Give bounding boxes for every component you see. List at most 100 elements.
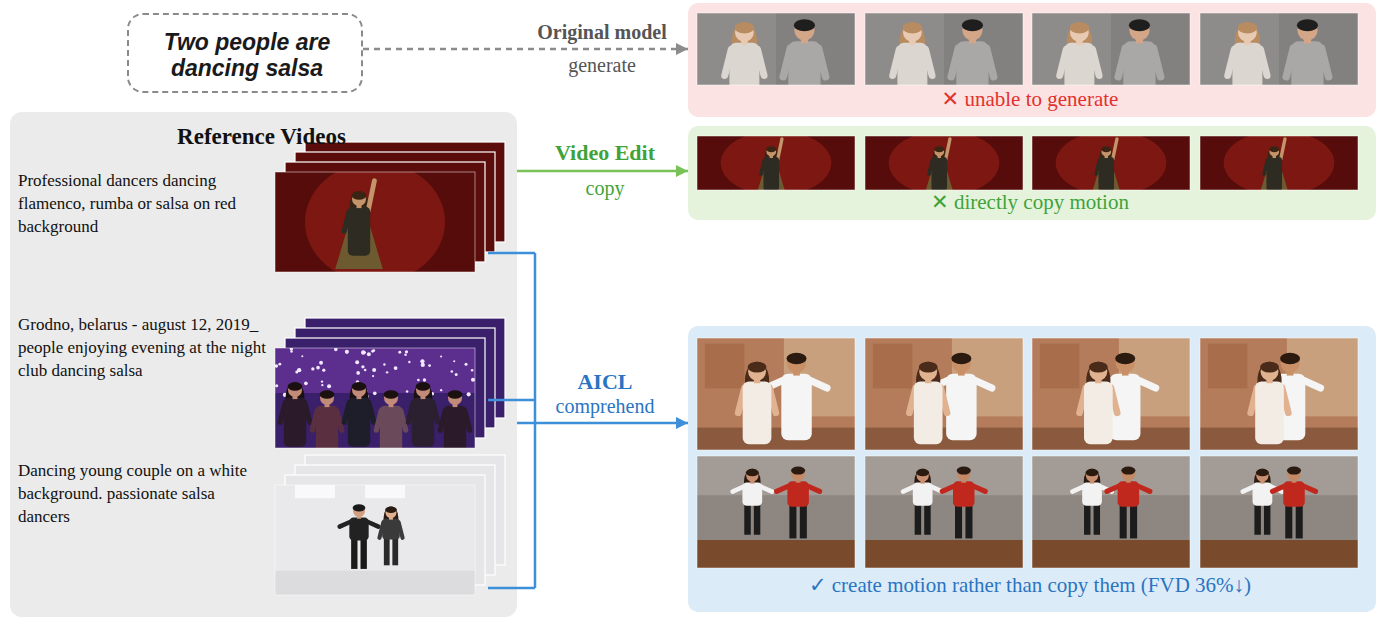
text-holder: ✓ create motion rather than copy them (F…	[688, 574, 1372, 597]
hair	[1101, 146, 1111, 152]
frame-border	[1200, 136, 1358, 190]
scene-shape	[1032, 456, 1190, 495]
edge-label: Original model	[530, 21, 674, 43]
light-dot	[275, 384, 278, 387]
frame-border	[1032, 456, 1190, 568]
light-dot	[423, 378, 426, 381]
hair	[1070, 22, 1090, 33]
hair	[384, 390, 399, 398]
hair	[934, 146, 944, 152]
scene-shape	[705, 344, 745, 389]
arm	[1113, 139, 1117, 160]
label-holder: Video Edit	[525, 141, 685, 165]
frame-border	[1032, 338, 1190, 450]
hair	[748, 362, 767, 373]
video-frame	[1200, 136, 1358, 190]
head	[1089, 363, 1107, 381]
head	[352, 192, 366, 206]
frame-border	[275, 485, 475, 595]
frame-border	[275, 172, 475, 272]
video-frame	[1200, 338, 1358, 450]
light-dot	[322, 369, 325, 372]
video-caption: Dancing young couple on a white backgrou…	[18, 460, 268, 529]
video-frame	[697, 13, 855, 85]
torso	[316, 406, 338, 448]
hair	[791, 467, 805, 475]
head	[746, 469, 758, 481]
scene-shape	[1032, 540, 1190, 568]
arrow-caption: generate	[530, 54, 674, 76]
text-holder: Professional dancers dancing flamenco, r…	[18, 170, 268, 239]
light-dot	[361, 350, 365, 354]
torso	[349, 518, 368, 541]
torso	[763, 157, 779, 190]
scene-shape	[865, 456, 1023, 495]
scene-shape	[865, 428, 1023, 450]
light-dot	[405, 350, 408, 353]
frame-border	[865, 338, 1023, 450]
head	[1269, 147, 1279, 157]
arrow-caption: comprehend	[525, 395, 685, 417]
torso	[787, 481, 809, 507]
scene-shape	[865, 338, 1023, 450]
edge-label: Video Edit	[525, 141, 685, 165]
torso	[1253, 482, 1273, 505]
video-frame	[1032, 13, 1190, 85]
hair	[766, 146, 776, 152]
light-dot	[440, 389, 442, 391]
light-dot	[453, 360, 455, 362]
edge-label: AICL	[525, 370, 685, 394]
light-dot	[406, 390, 409, 393]
light-dot	[398, 351, 401, 354]
leg	[965, 505, 972, 539]
label-holder: comprehend	[525, 395, 685, 417]
arm	[368, 181, 374, 211]
torso	[1084, 381, 1113, 444]
hair	[1086, 469, 1099, 476]
label-holder: AICL	[525, 370, 685, 394]
frame-border	[697, 456, 855, 568]
scene-shape	[865, 456, 1023, 568]
light-dot	[316, 366, 320, 370]
arrow-connector	[517, 170, 688, 173]
leg	[915, 504, 921, 535]
bracket-line	[488, 587, 535, 590]
head	[1101, 147, 1111, 157]
arm	[946, 139, 950, 160]
light-dot	[334, 348, 337, 351]
arm	[808, 486, 820, 491]
bracket-line	[488, 399, 535, 402]
light-dot	[417, 379, 420, 382]
head	[1261, 363, 1279, 381]
scene-shape	[697, 456, 855, 568]
frame-border	[1200, 13, 1358, 85]
scene-shape	[1032, 13, 1190, 85]
head	[934, 147, 944, 157]
leg	[789, 505, 796, 539]
label-holder: copy	[525, 177, 685, 199]
head	[384, 391, 398, 405]
torso	[953, 481, 975, 507]
arm	[1281, 139, 1285, 160]
head	[320, 391, 334, 405]
hair	[1238, 22, 1258, 33]
light-dot	[327, 384, 331, 388]
light-dot	[321, 380, 323, 382]
label-holder: generate	[530, 54, 674, 76]
frame-border	[865, 456, 1023, 568]
light-dot	[394, 366, 398, 370]
scene-shape	[275, 348, 475, 393]
video-frame	[865, 456, 1023, 568]
hair	[1269, 146, 1279, 152]
bracket-line	[534, 253, 537, 588]
leg	[1084, 504, 1090, 535]
light-dot	[440, 355, 442, 357]
light-dot	[311, 367, 314, 370]
torso	[788, 41, 820, 85]
arm	[1303, 486, 1315, 491]
stage-light	[305, 172, 445, 272]
scene-shape	[1032, 338, 1190, 450]
light-dot	[372, 375, 374, 377]
torso	[1118, 481, 1140, 507]
arm	[778, 139, 782, 160]
